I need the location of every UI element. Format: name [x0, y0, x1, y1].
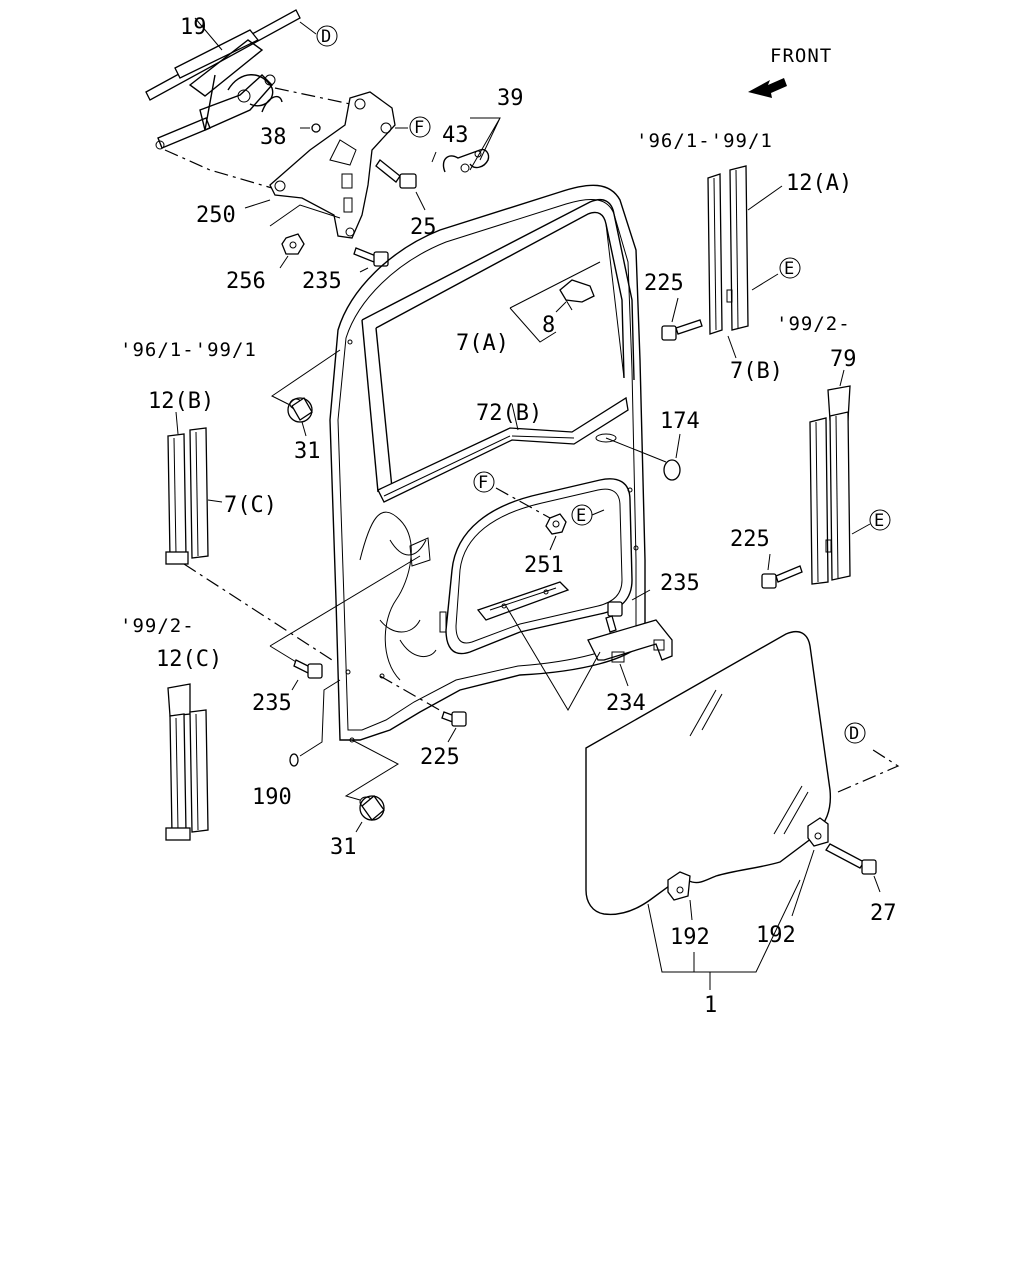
callout-7a: 7(A) — [456, 331, 509, 356]
bolt-225-top — [661, 319, 703, 341]
ref-e-letter-2: E — [874, 511, 884, 531]
ref-circle-f-mid: F — [473, 471, 495, 493]
callout-31-top: 31 — [294, 439, 321, 464]
ref-d-letter: D — [321, 27, 331, 47]
ref-f-letter-2: F — [478, 473, 488, 493]
ref-circle-d-bottom: D — [844, 722, 866, 744]
callout-12a: 12(A) — [786, 171, 852, 196]
channel-79 — [809, 385, 851, 585]
bolt-225-low — [441, 711, 467, 727]
callout-7c: 7(C) — [224, 493, 277, 518]
callout-190: 190 — [252, 785, 292, 810]
year-note-1: '96/1-'99/1 — [636, 130, 773, 152]
callout-174: 174 — [660, 409, 700, 434]
callout-25: 25 — [410, 215, 437, 240]
callout-19: 19 — [180, 15, 207, 40]
callout-234: 234 — [606, 691, 646, 716]
bolt-235-right — [605, 601, 623, 633]
callout-235-right: 235 — [660, 571, 700, 596]
grommet-190 — [289, 753, 299, 767]
callout-235-left: 235 — [252, 691, 292, 716]
bolt-225-mid — [761, 565, 803, 589]
bolt-235-left — [293, 659, 323, 679]
ref-circle-e-right-2: E — [869, 509, 891, 531]
callout-225-low: 225 — [420, 745, 460, 770]
ref-circle-e-right-1: E — [779, 257, 801, 279]
window-regulator — [145, 9, 301, 150]
bolt-25 — [375, 159, 417, 189]
year-note-4: '99/2- — [120, 615, 195, 637]
plug-174 — [663, 459, 681, 481]
callout-27: 27 — [870, 901, 897, 926]
channel-12c — [165, 683, 209, 841]
clip-39 — [442, 148, 490, 173]
ref-f-letter-1: F — [414, 118, 424, 138]
callout-39: 39 — [497, 86, 524, 111]
front-label: FRONT — [770, 45, 832, 67]
bracket-234 — [587, 619, 673, 663]
ref-circle-f-top: F — [409, 116, 431, 138]
ref-circle-d-top: D — [316, 25, 338, 47]
callout-225-top: 225 — [644, 271, 684, 296]
callout-79: 79 — [830, 347, 857, 372]
ref-d-letter-2: D — [849, 724, 859, 744]
callout-12c: 12(C) — [156, 647, 222, 672]
callout-225-mid: 225 — [730, 527, 770, 552]
channel-12a-7b — [707, 165, 749, 335]
callout-256: 256 — [226, 269, 266, 294]
callout-7b: 7(B) — [730, 359, 783, 384]
callout-235-top: 235 — [302, 269, 342, 294]
callout-12b: 12(B) — [148, 389, 214, 414]
callout-250: 250 — [196, 203, 236, 228]
bumper-31-top — [287, 397, 313, 423]
callout-8: 8 — [542, 313, 555, 338]
bolt-27 — [825, 843, 877, 875]
bumper-31-low — [359, 795, 385, 821]
front-indicator: FRONT — [748, 45, 832, 98]
callout-192-right: 192 — [756, 923, 796, 948]
callout-38: 38 — [260, 125, 287, 150]
callout-72b: 72(B) — [476, 401, 542, 426]
door-panel — [329, 184, 646, 743]
callout-1: 1 — [704, 993, 717, 1018]
door-glass — [585, 630, 832, 916]
ref-circle-e-mid: E — [571, 504, 593, 526]
regulator-bracket — [269, 91, 396, 239]
year-note-2: '99/2- — [776, 313, 851, 335]
callout-251: 251 — [524, 553, 564, 578]
channel-12b-7c — [165, 427, 209, 565]
front-arrow-icon — [748, 78, 787, 98]
nut-251 — [545, 513, 567, 535]
callout-192-left: 192 — [670, 925, 710, 950]
callout-43: 43 — [442, 123, 469, 148]
year-note-3: '96/1-'99/1 — [120, 339, 257, 361]
ref-e-letter-3: E — [576, 506, 586, 526]
ref-e-letter-1: E — [784, 259, 794, 279]
bolt-235-top — [353, 247, 389, 267]
nut-256 — [281, 233, 305, 255]
clip-8 — [559, 279, 595, 311]
callout-31-low: 31 — [330, 835, 357, 860]
